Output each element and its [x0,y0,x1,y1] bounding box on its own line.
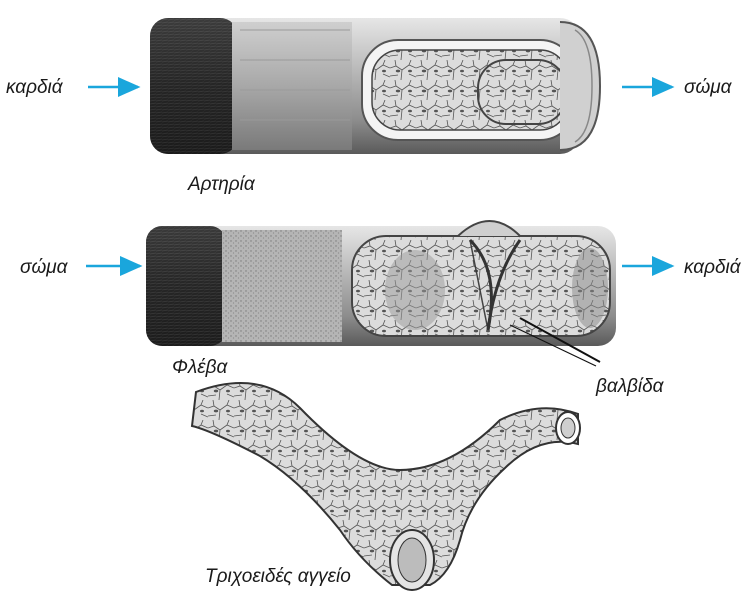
artery-right-label: σώμα [684,78,732,97]
capillary-caption: Τριχοειδές αγγείο [205,567,351,586]
capillary-illustration [192,383,580,590]
valve-label: βαλβίδα [596,377,664,396]
vein-illustration [146,221,616,366]
vein-right-label: καρδιά [684,258,741,277]
artery-illustration [150,18,600,154]
artery-caption: Αρτηρία [188,175,255,194]
vein-left-label: σώμα [20,258,68,277]
artery-left-label: καρδιά [6,78,63,97]
vein-caption: Φλέβα [172,358,227,377]
